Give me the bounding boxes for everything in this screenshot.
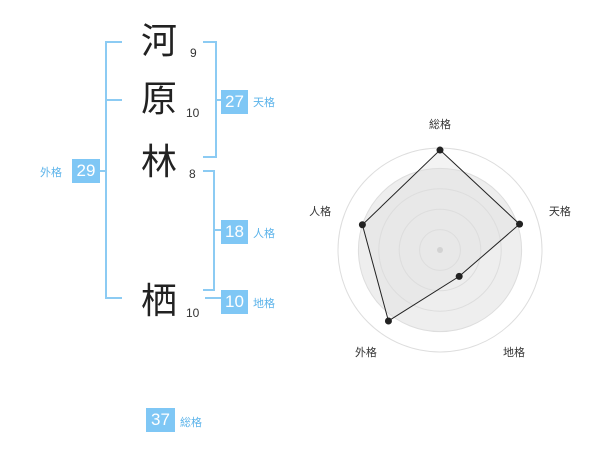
jinkaku-value-badge: 18 — [221, 220, 248, 244]
radar-axis-label-1: 総格 — [429, 117, 451, 131]
name-char-1: 河 — [141, 21, 178, 62]
radar-axis-label-2: 天格 — [549, 204, 571, 218]
radar-axis-label-5: 人格 — [309, 204, 331, 218]
radar-point-3 — [455, 272, 463, 280]
radar-center-dot — [437, 247, 443, 253]
stroke-count-1: 9 — [190, 46, 197, 60]
radar-point-5 — [358, 221, 366, 229]
chikaku-value-badge: 10 — [221, 290, 248, 314]
stroke-count-2: 10 — [186, 106, 200, 120]
radar-point-4 — [384, 317, 392, 325]
name-char-4: 栖 — [141, 281, 178, 322]
tenkaku-label: 天格 — [253, 96, 275, 109]
chikaku-label: 地格 — [253, 297, 275, 310]
radar-ring-1 — [419, 229, 461, 271]
gaikaku-label: 外格 — [40, 166, 62, 179]
radar-point-1 — [436, 146, 444, 154]
tenkaku-value-badge: 27 — [221, 90, 248, 114]
stroke-count-3: 8 — [189, 167, 196, 181]
gaikaku-value-badge: 29 — [72, 159, 100, 183]
radar-point-2 — [516, 220, 524, 228]
radar-polygon — [361, 149, 521, 322]
radar-axis-label-4: 外格 — [355, 345, 377, 359]
radar-ring-2 — [398, 208, 482, 292]
radar-ring-3 — [378, 188, 502, 312]
soukaku-label: 総格 — [180, 416, 202, 429]
radar-ring-4 — [357, 167, 523, 333]
stroke-count-4: 10 — [186, 306, 200, 320]
name-char-2: 原 — [141, 79, 178, 120]
soukaku-value-badge: 37 — [146, 408, 175, 432]
jinkaku-label: 人格 — [253, 227, 275, 240]
name-char-3: 林 — [141, 142, 178, 183]
radar-axis-label-3: 地格 — [503, 345, 525, 359]
